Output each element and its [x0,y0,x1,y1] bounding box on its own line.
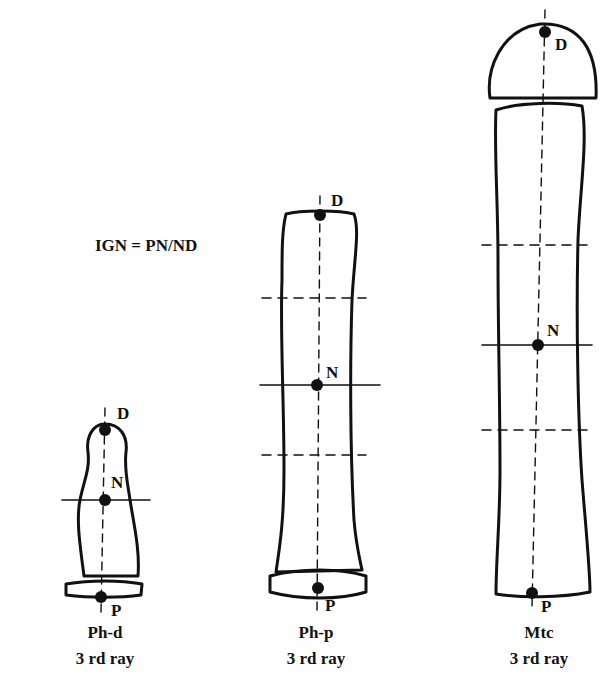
point-label: D [555,36,567,53]
bone-name: Ph-d [88,624,123,641]
point-label: N [547,322,559,339]
point-label: P [111,602,121,619]
point-label: N [111,474,123,491]
ray-label: 3 rd ray [287,650,346,667]
formula-label: IGN = PN/ND [95,237,197,254]
point-label: D [331,192,343,209]
bone-name: Ph-p [299,624,334,641]
point-label: N [326,364,338,381]
bone-name: Mtc [524,624,553,641]
ray-label: 3 rd ray [510,650,569,667]
point-label: D [117,405,129,422]
point-label: P [325,597,335,614]
ray-label: 3 rd ray [76,650,135,667]
point-label: P [541,598,551,615]
